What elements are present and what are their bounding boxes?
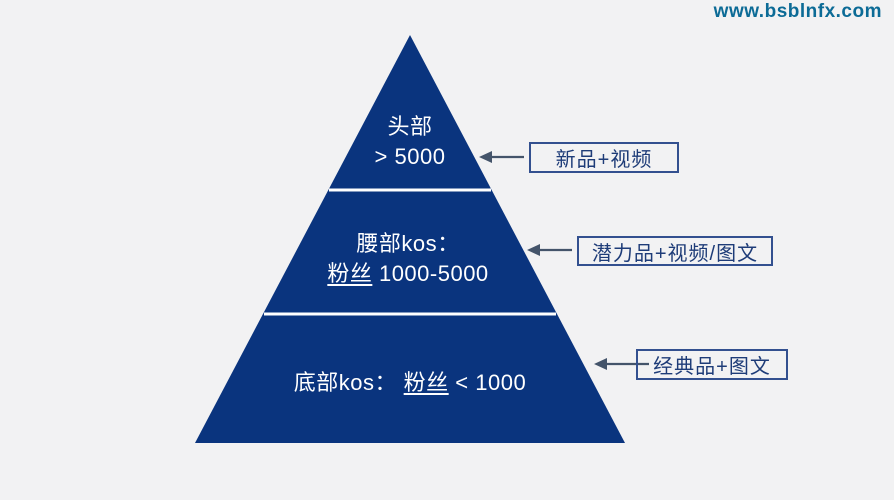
tier-top-title: 头部	[387, 114, 433, 139]
tier-bottom-title: 底部kos：	[293, 370, 404, 395]
tier-top-label: 头部 > 5000	[375, 112, 446, 172]
fans-word-underlined: 粉丝	[403, 370, 449, 395]
watermark-url: www.bsblnfx.com	[713, 1, 882, 22]
arrow-to-middle-tier	[527, 244, 572, 256]
tier-bottom-line: 底部kos： 粉丝 < 1000	[294, 368, 526, 398]
pyramid-shape	[195, 35, 625, 443]
tier-bottom-label: 底部kos： 粉丝 < 1000	[294, 368, 526, 398]
fans-range: 1000-5000	[372, 261, 489, 286]
callout-label: 经典品+图文	[653, 356, 771, 378]
tier-middle-label: 腰部kos： 粉丝 1000-5000	[327, 229, 488, 289]
arrowhead-icon	[594, 358, 607, 370]
arrowhead-icon	[527, 244, 540, 256]
callout-label: 新品+视频	[555, 149, 653, 171]
callout-new-product: 新品+视频	[529, 142, 679, 173]
arrowhead-icon	[479, 151, 492, 163]
tier-top-threshold: > 5000	[374, 144, 446, 169]
callout-potential-product: 潜力品+视频/图文	[577, 236, 773, 266]
fans-word-underlined: 粉丝	[327, 261, 373, 286]
callout-label: 潜力品+视频/图文	[591, 242, 759, 265]
tier-middle-range: 粉丝 1000-5000	[327, 259, 488, 289]
arrow-to-bottom-tier	[594, 358, 649, 370]
arrow-to-top-tier	[479, 151, 524, 163]
callout-classic-product: 经典品+图文	[636, 349, 788, 380]
fans-threshold: < 1000	[448, 370, 527, 395]
tier-middle-title: 腰部kos：	[356, 231, 460, 256]
